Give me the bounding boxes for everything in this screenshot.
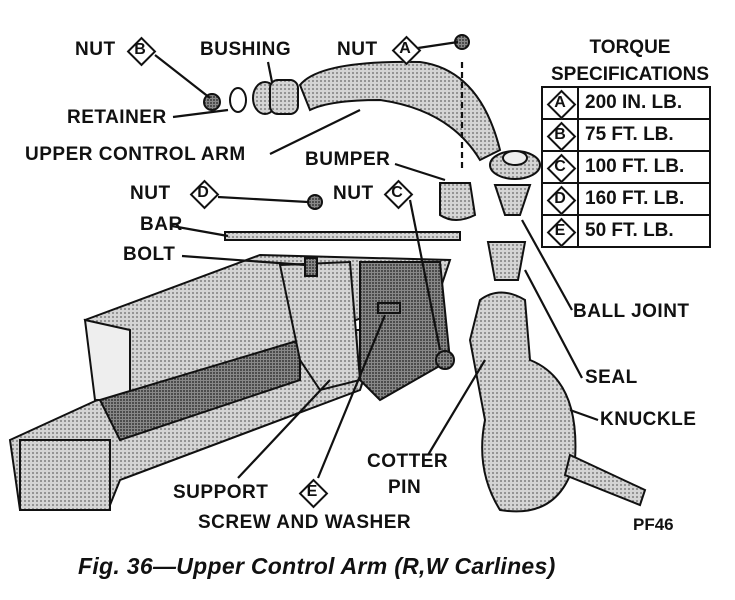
torque-value: 75 FT. LB.	[577, 118, 711, 152]
label-cotter: COTTER	[367, 451, 449, 472]
key-letter: C	[554, 158, 566, 175]
key-diamond-a: A	[391, 35, 422, 66]
label-bushing: BUSHING	[200, 39, 292, 60]
key-letter: E	[306, 483, 318, 500]
label-upper-control-arm: UPPER CONTROL ARM	[25, 144, 246, 165]
key-letter: A	[554, 94, 566, 111]
torque-title-line1: TORQUE	[589, 37, 671, 58]
torque-value: 160 FT. LB.	[577, 182, 711, 216]
torque-value: 50 FT. LB.	[577, 214, 711, 248]
frame-rail	[8, 253, 452, 512]
label-nut-c: NUT	[333, 183, 374, 204]
ball-joint	[493, 184, 532, 216]
key-diamond: D	[546, 185, 577, 216]
figure-caption: Fig. 36—Upper Control Arm (R,W Carlines)	[78, 553, 556, 579]
torque-value: 200 IN. LB.	[577, 86, 711, 120]
label-nut-b: NUT	[75, 39, 116, 60]
torque-title-line2: SPECIFICATIONS	[551, 64, 709, 85]
label-screw-and-washer: SCREW AND WASHER	[198, 512, 412, 533]
steering-knuckle	[377, 291, 647, 513]
label-bar: BAR	[140, 214, 183, 235]
table-row: E 50 FT. LB.	[541, 214, 711, 248]
label-retainer: RETAINER	[67, 107, 167, 128]
leader-lines	[154, 40, 599, 479]
table-row: D 160 FT. LB.	[541, 182, 711, 216]
label-knuckle: KNUCKLE	[600, 409, 697, 430]
seal	[486, 241, 527, 281]
key-diamond-d: D	[189, 179, 220, 210]
torque-value: 100 FT. LB.	[577, 150, 711, 184]
key-letter: B	[554, 126, 566, 143]
bumper	[439, 182, 477, 221]
label-bumper: BUMPER	[305, 149, 391, 170]
torque-title: TORQUE SPECIFICATIONS	[540, 34, 720, 88]
key-diamond-e: E	[298, 478, 329, 509]
key-diamond-c: C	[383, 179, 414, 210]
key-diamond: B	[546, 121, 577, 152]
label-pin: PIN	[388, 477, 422, 498]
label-nut-d: NUT	[130, 183, 171, 204]
key-diamond: E	[546, 217, 577, 248]
key-letter: D	[554, 190, 566, 207]
bushing-parts	[203, 34, 470, 115]
key-diamond-b: B	[126, 36, 157, 67]
table-row: C 100 FT. LB.	[541, 150, 711, 184]
figure-code: PF46	[633, 515, 674, 534]
key-letter: B	[134, 41, 146, 58]
label-bolt: BOLT	[123, 244, 176, 265]
key-letter: D	[197, 184, 209, 201]
support-bracket	[278, 260, 452, 402]
label-ball-joint: BALL JOINT	[573, 301, 690, 322]
key-diamond: C	[546, 153, 577, 184]
upper-control-arm	[298, 60, 541, 180]
label-nut-a: NUT	[337, 39, 378, 60]
key-letter: A	[399, 40, 411, 57]
table-row: A 200 IN. LB.	[541, 86, 711, 120]
key-diamond: A	[546, 89, 577, 120]
key-letter: C	[391, 184, 403, 201]
key-letter: E	[554, 222, 566, 239]
label-seal: SEAL	[585, 367, 638, 388]
label-support: SUPPORT	[173, 482, 269, 503]
table-row: B 75 FT. LB.	[541, 118, 711, 152]
